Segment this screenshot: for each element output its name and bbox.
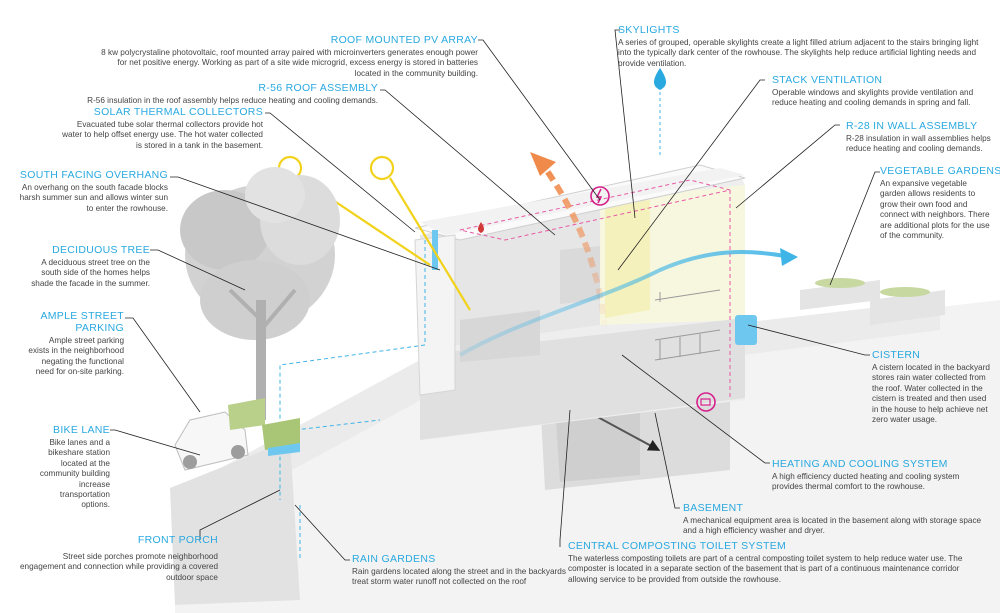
overhang-desc: An overhang on the south facade blocks h…: [19, 183, 168, 213]
composting-toilet-desc: The waterless composting toilets are par…: [568, 554, 963, 584]
energy-icon: [590, 186, 610, 206]
downspout: [432, 230, 438, 270]
r28-label: R-28 IN WALL ASSEMBLY R-28 insulation in…: [846, 120, 991, 155]
warm-air-flow: [542, 166, 608, 331]
deciduous-tree: [180, 167, 340, 420]
front-porch-desc: Street side porches promote neighborhood…: [20, 552, 218, 582]
vegetable-gardens-title: VEGETABLE GARDENS: [880, 165, 1000, 177]
skylights-title: SKYLIGHTS: [618, 24, 680, 36]
composting-toilet-label: CENTRAL COMPOSTING TOILET SYSTEM The wat…: [568, 540, 983, 585]
vegetable-garden-beds: [800, 278, 945, 325]
solar-thermal-title: SOLAR THERMAL COLLECTORS: [93, 106, 263, 118]
parking-label: AMPLE STREET PARKING Ample street parkin…: [28, 310, 124, 378]
stack-ventilation-desc: Operable windows and skylights provide v…: [772, 88, 974, 108]
roof-pv-desc: 8 kw polycrystaline photovoltaic, roof m…: [101, 48, 478, 78]
vegetable-gardens-desc: An expansive vegetable garden allows res…: [880, 179, 990, 241]
stack-ventilation-label: STACK VENTILATION Operable windows and s…: [772, 74, 987, 109]
front-porch-title: FRONT PORCH: [137, 534, 218, 546]
hvac-label: HEATING AND COOLING SYSTEM A high effici…: [772, 458, 972, 493]
sun-icon: [369, 155, 395, 181]
overhang-title: SOUTH FACING OVERHANG: [19, 169, 168, 181]
rain-gardens-label: RAIN GARDENS Rain gardens located along …: [352, 553, 572, 588]
cistern-desc: A cistern located in the backyard stores…: [872, 363, 990, 425]
bike-lane-label: BIKE LANE Bike lanes and a bikeshare sta…: [30, 424, 110, 511]
composting-toilet-title: CENTRAL COMPOSTING TOILET SYSTEM: [568, 540, 787, 552]
solar-thermal-desc: Evacuated tube solar thermal collectors …: [62, 120, 263, 150]
front-porch-label: FRONT PORCH Street side porches promote …: [20, 534, 218, 583]
r56-label: R-56 ROOF ASSEMBLY R-56 insulation in th…: [60, 82, 378, 106]
basement-desc: A mechanical equipment area is located i…: [683, 516, 982, 536]
parking-title: AMPLE STREET PARKING: [40, 310, 124, 334]
cool-air-arrowhead: [780, 248, 798, 266]
basement-title: BASEMENT: [683, 502, 744, 514]
tree-title: DECIDUOUS TREE: [52, 244, 150, 256]
tree-desc: A deciduous street tree on the south sid…: [31, 258, 150, 288]
stair: [654, 289, 721, 361]
skylights-desc: A series of grouped, operable skylights …: [618, 38, 979, 68]
r56-title: R-56 ROOF ASSEMBLY: [258, 82, 378, 94]
r28-title: R-28 IN WALL ASSEMBLY: [846, 120, 978, 132]
rain-gardens-desc: Rain gardens located along the street an…: [352, 567, 566, 587]
hvac-desc: A high efficiency ducted heating and coo…: [772, 472, 960, 492]
rain-gardens-title: RAIN GARDENS: [352, 553, 436, 565]
bike-lane-desc: Bike lanes and a bikeshare station locat…: [39, 438, 110, 510]
cistern-title: CISTERN: [872, 349, 921, 361]
bike-lane-title: BIKE LANE: [53, 424, 110, 436]
tree-label: DECIDUOUS TREE A deciduous street tree o…: [22, 244, 150, 289]
roof-pv-outline: [459, 179, 731, 400]
r28-desc: R-28 insulation in wall assemblies helps…: [846, 134, 991, 154]
r56-desc: R-56 insulation in the roof assembly hel…: [87, 96, 378, 105]
skylights-label: SKYLIGHTS A series of grouped, operable …: [618, 24, 983, 69]
cistern-label: CISTERN A cistern located in the backyar…: [872, 349, 992, 425]
cool-air-flow: [458, 250, 786, 357]
cistern-tank: [735, 315, 757, 345]
vegetable-gardens-label: VEGETABLE GARDENS An expansive vegetable…: [880, 165, 1000, 241]
basement-label: BASEMENT A mechanical equipment area is …: [683, 502, 983, 537]
leader-lines: [110, 29, 880, 561]
stack-ventilation-title: STACK VENTILATION: [772, 74, 883, 86]
warm-air-arrowhead: [530, 152, 556, 176]
hvac-title: HEATING AND COOLING SYSTEM: [772, 458, 948, 470]
solar-thermal-label: SOLAR THERMAL COLLECTORS Evacuated tube …: [60, 106, 263, 151]
water-drop-icon: [654, 68, 666, 90]
roof-pv-label: ROOF MOUNTED PV ARRAY 8 kw polycrystalin…: [100, 34, 478, 79]
overhang-label: SOUTH FACING OVERHANG An overhang on the…: [14, 169, 168, 214]
rain-garden-planter: [228, 398, 300, 456]
parking-desc: Ample street parking exists in the neigh…: [28, 336, 124, 377]
water-drop-icon: [478, 222, 484, 233]
battery-icon: [696, 392, 716, 412]
house-section: [414, 164, 746, 440]
roof-pv-title: ROOF MOUNTED PV ARRAY: [330, 34, 478, 46]
